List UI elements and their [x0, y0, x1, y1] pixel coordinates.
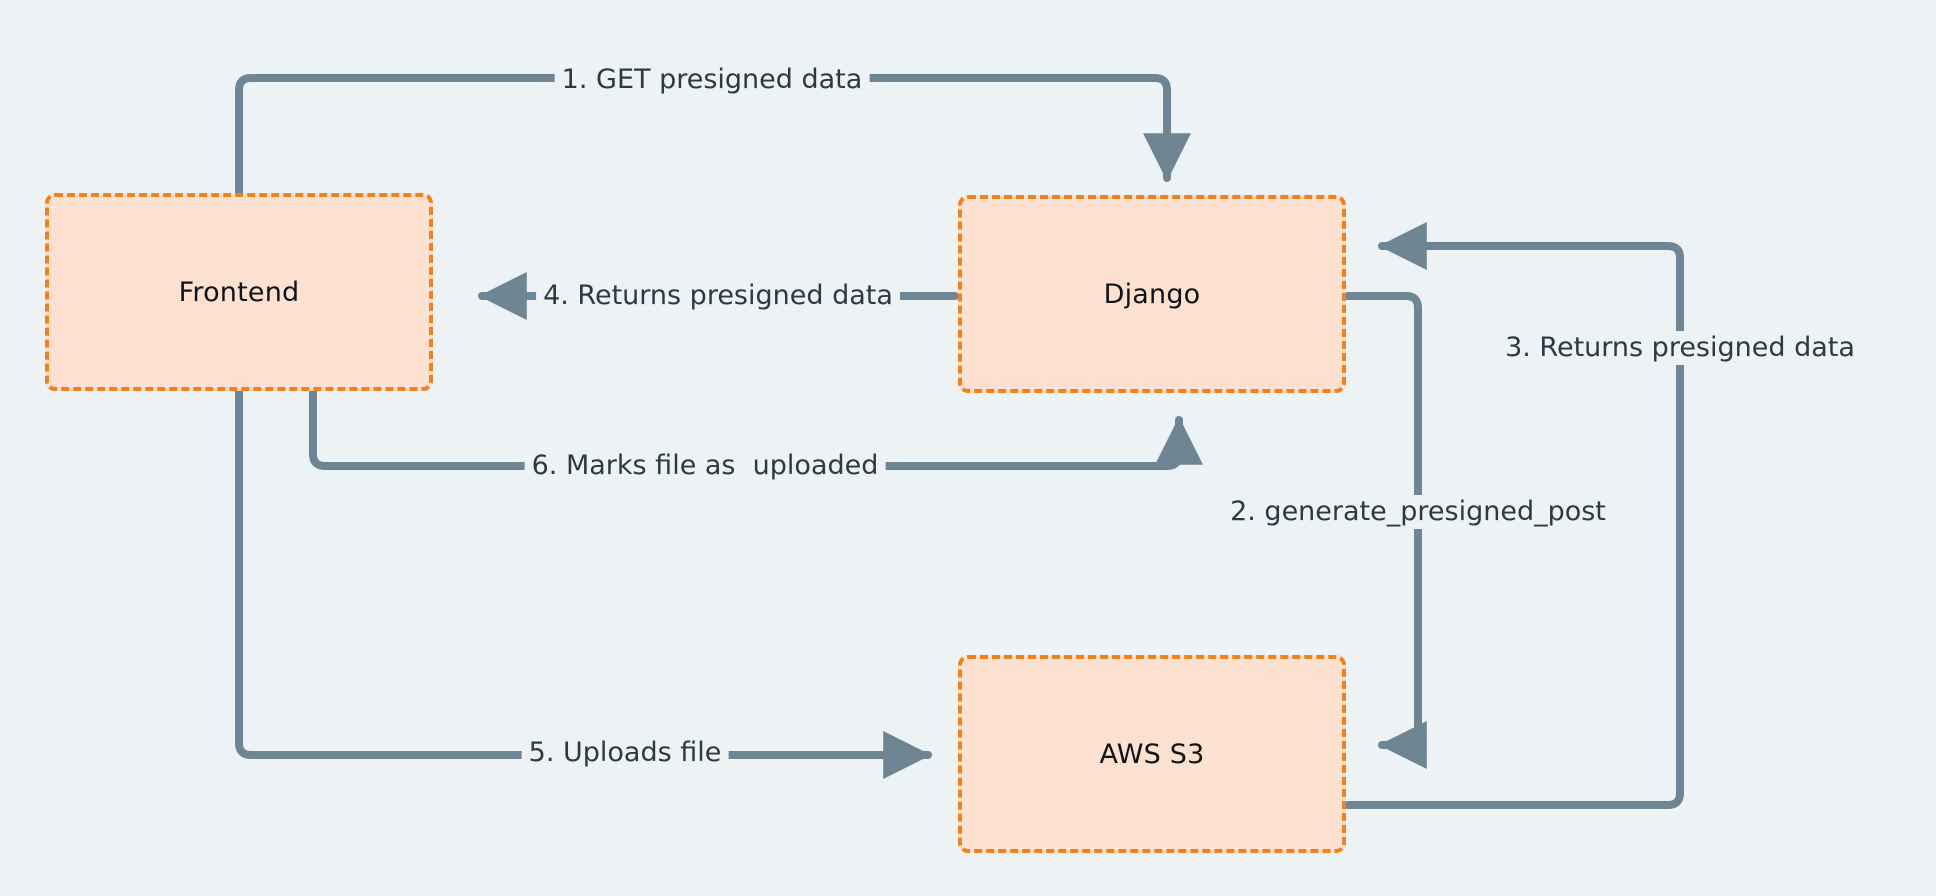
- edge-label-5: 5. Uploads file: [521, 736, 729, 770]
- node-frontend-label: Frontend: [178, 276, 300, 308]
- edge-label-2: 2. generate_presigned_post: [1223, 495, 1613, 529]
- node-frontend[interactable]: Frontend: [45, 193, 433, 391]
- node-aws-s3[interactable]: AWS S3: [958, 655, 1346, 853]
- edge-label-1: 1. GET presigned data: [554, 63, 870, 97]
- node-aws-s3-label: AWS S3: [1099, 738, 1205, 770]
- node-django-label: Django: [1103, 278, 1201, 310]
- edge-path-3: [1344, 222, 1684, 809]
- node-django[interactable]: Django: [958, 195, 1346, 393]
- edge-label-4: 4. Returns presigned data: [536, 279, 900, 313]
- edge-label-6: 6. Marks file as uploaded: [524, 449, 886, 483]
- edge-path-5: [235, 387, 932, 779]
- edge-label-3: 3. Returns presigned data: [1498, 331, 1862, 365]
